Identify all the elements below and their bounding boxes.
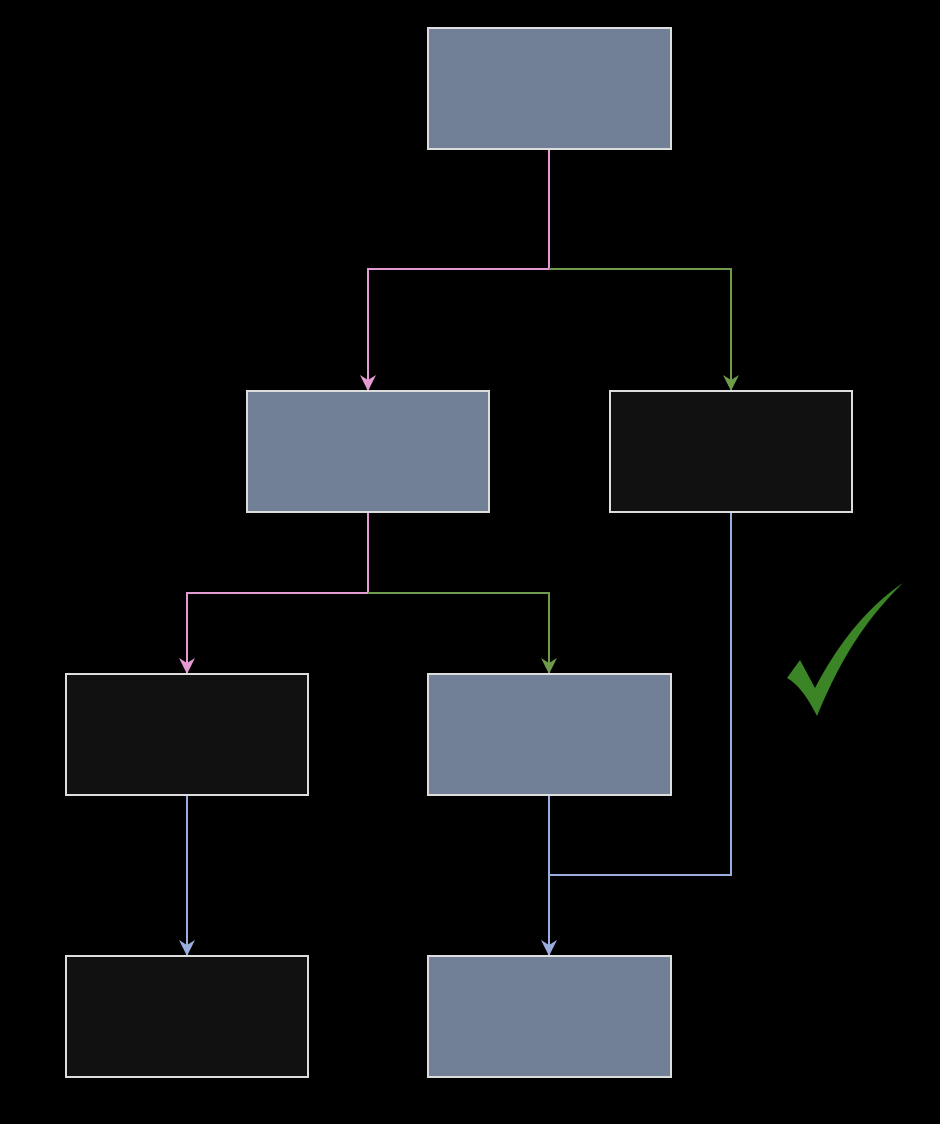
- node-n7: [427, 955, 672, 1078]
- node-n3: [609, 390, 853, 513]
- edge-n2-n5: [368, 592, 550, 674]
- node-n1: [427, 27, 672, 150]
- arrowhead-icon: [541, 940, 557, 956]
- node-n4: [65, 673, 309, 796]
- edge-n3-n7: [549, 512, 732, 876]
- edge-n1-n2: [367, 149, 550, 391]
- edge-n2-n4: [186, 512, 369, 674]
- arrowhead-icon: [541, 658, 557, 674]
- edges: [179, 149, 739, 956]
- arrowhead-icon: [179, 658, 195, 674]
- edge-n1-n3: [549, 268, 732, 391]
- arrowhead-icon: [360, 375, 376, 391]
- node-n6: [65, 955, 309, 1078]
- arrowhead-icon: [723, 375, 739, 391]
- checkmark-icon: [787, 583, 903, 716]
- node-n5: [427, 673, 672, 796]
- arrowhead-icon: [179, 940, 195, 956]
- nodes: [65, 27, 853, 1078]
- node-n2: [246, 390, 490, 513]
